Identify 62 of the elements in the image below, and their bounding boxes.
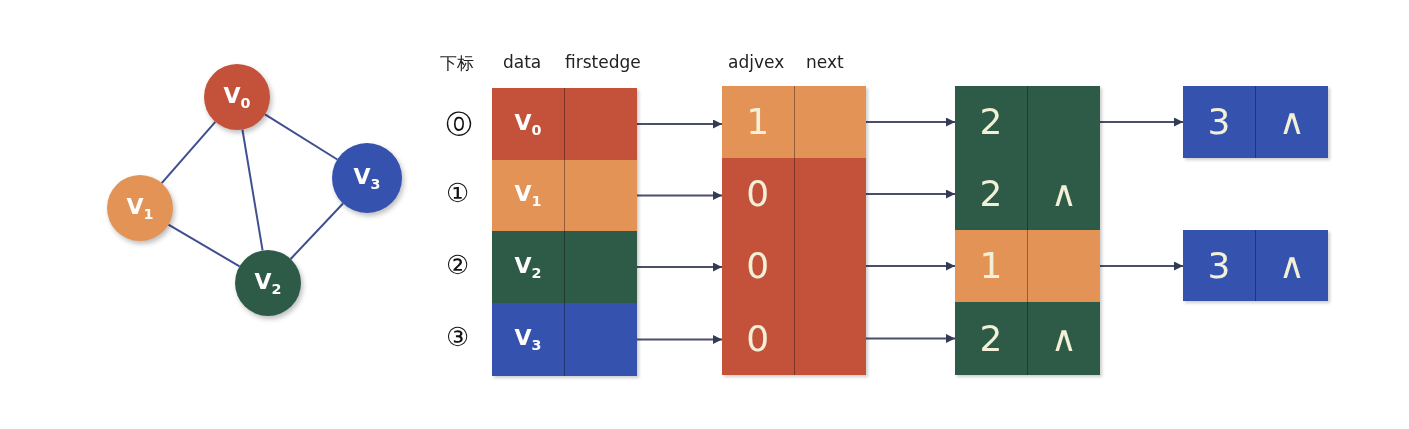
edge-list-node [1183, 230, 1328, 301]
vertex-table-row [492, 88, 637, 160]
pointer-arrow [1099, 117, 1184, 127]
index-number: ③ [446, 322, 470, 352]
edge-list-node [722, 302, 866, 375]
vertex-circle [235, 250, 301, 316]
vertex-label: V$_{3}$ [353, 163, 381, 193]
adjvex-value: 1 [979, 248, 1003, 284]
edge-list-node [955, 230, 1100, 302]
adjvex-value: 2 [979, 104, 1003, 140]
pointer-arrow [865, 334, 956, 343]
pointer-arrow [636, 191, 723, 200]
pointer-arrow [636, 262, 723, 272]
null-pointer-symbol: ∧ [1050, 320, 1078, 357]
adjvex-value: 3 [1207, 104, 1231, 140]
graph-edge-line [167, 223, 241, 268]
pointer-arrow [865, 189, 956, 199]
edge-list-node [722, 158, 866, 230]
adjvex-value: 2 [979, 320, 1003, 357]
vertex-name: V$_{2}$ [514, 252, 542, 282]
index-number: ② [446, 250, 470, 280]
pointer-arrow [636, 335, 723, 344]
vertex-label: V$_{0}$ [223, 82, 251, 112]
graph-edge-line [241, 128, 264, 252]
index-number: ⓪ [446, 108, 472, 141]
adjvex-value: 0 [746, 248, 770, 284]
edge-list-node [955, 302, 1100, 375]
vertex-name: V$_{1}$ [514, 181, 542, 210]
null-pointer-symbol: ∧ [1050, 176, 1078, 212]
vertex-name: V$_{3}$ [514, 325, 542, 354]
adjvex-value: 1 [746, 104, 770, 140]
vertex-circle [204, 64, 270, 130]
vertex-table-row [492, 231, 637, 303]
null-pointer-symbol: ∧ [1278, 104, 1306, 140]
column-header: firstedge [565, 52, 641, 72]
vertex-circle [332, 143, 402, 213]
edge-list-node [1183, 86, 1328, 158]
graph-edge-line [289, 202, 344, 260]
edge-list-node [722, 86, 866, 158]
pointer-arrow [636, 119, 723, 129]
edge-list-node [955, 86, 1100, 158]
null-pointer-symbol: ∧ [1278, 247, 1306, 284]
vertex-label: V$_{1}$ [126, 193, 154, 223]
adjvex-value: 0 [746, 176, 770, 212]
edge-list-node [955, 158, 1100, 230]
vertex-name: V$_{0}$ [514, 109, 542, 139]
index-number: ① [446, 178, 470, 208]
column-header: 下标 [440, 52, 474, 75]
graph-edge-line [264, 113, 339, 161]
pointer-arrow [1099, 261, 1184, 271]
adjvex-value: 3 [1207, 247, 1231, 284]
column-header: data [503, 52, 542, 72]
vertex-table-row [492, 303, 637, 376]
adjvex-value: 2 [979, 176, 1003, 212]
pointer-arrow [865, 117, 956, 127]
graph-edge-line [160, 120, 217, 185]
pointer-arrow [865, 261, 956, 271]
adjvex-value: 0 [746, 320, 770, 357]
vertex-table-row [492, 160, 637, 231]
column-header: next [806, 52, 844, 72]
vertex-circle [107, 175, 173, 241]
vertex-label: V$_{2}$ [254, 268, 282, 298]
